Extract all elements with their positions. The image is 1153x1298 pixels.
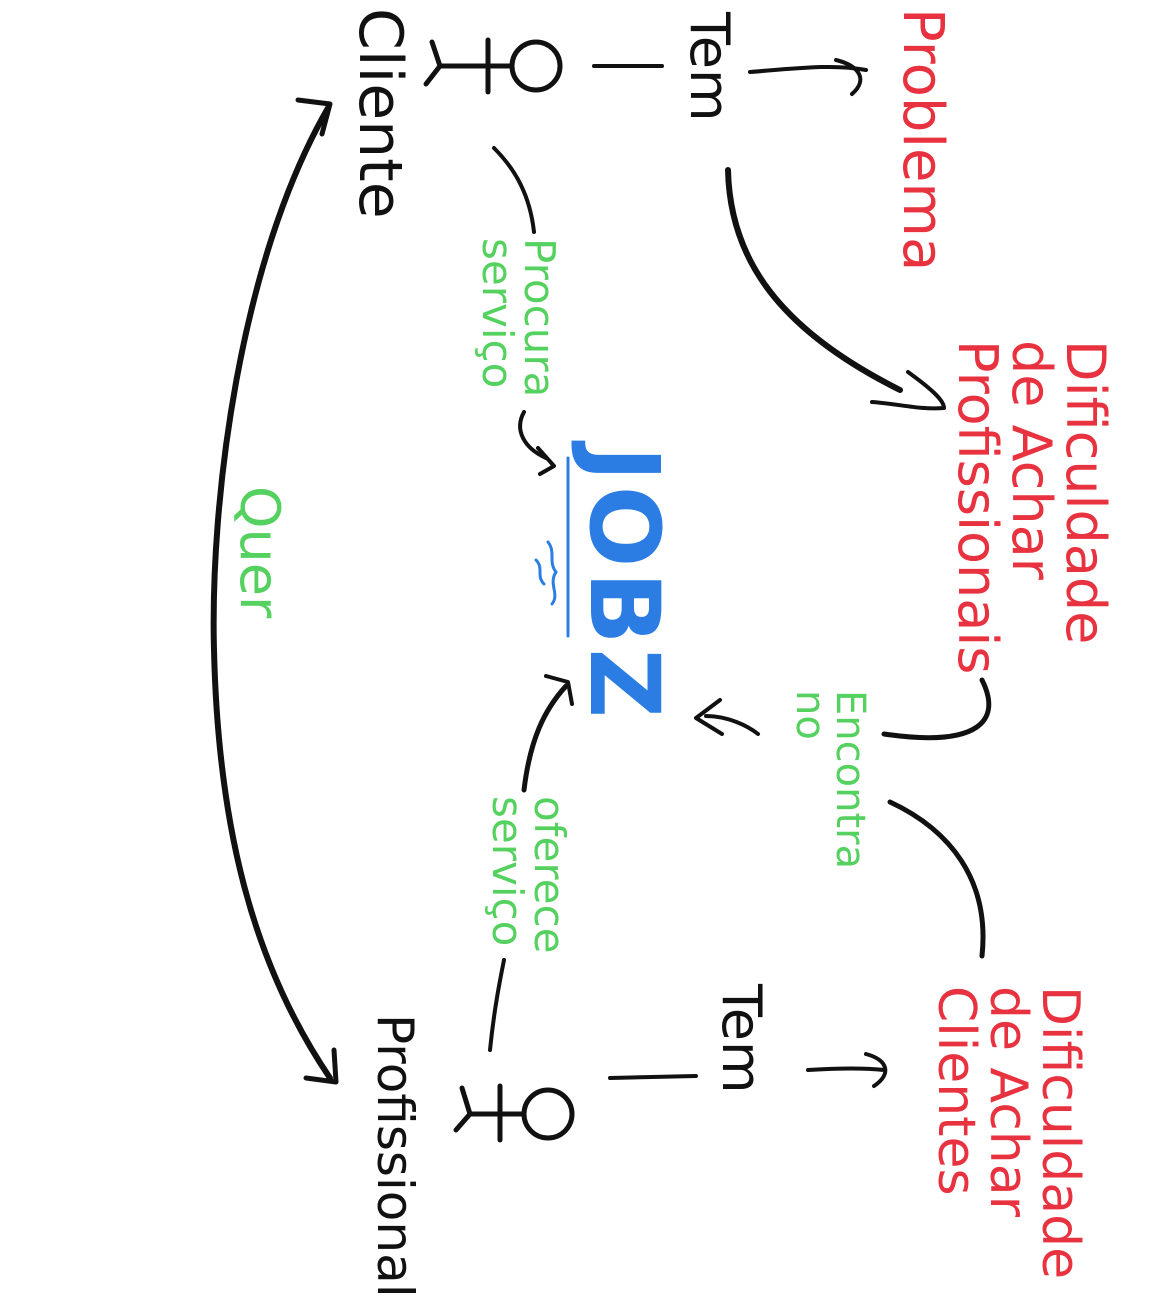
cliente-label: Cliente bbox=[345, 8, 415, 219]
tem-dificuldade-prof-arrowhead bbox=[870, 370, 946, 411]
dificuldade-encontra-connector bbox=[881, 677, 992, 741]
encontra-no-label: Encontra no bbox=[787, 690, 873, 870]
jobz-underline-icon bbox=[534, 456, 570, 638]
profissional-tem-connector bbox=[608, 1074, 698, 1080]
procura-servico-label: Procura serviço bbox=[473, 238, 564, 398]
profissional-actor-icon bbox=[453, 1083, 575, 1143]
quer-arrowhead-bottom bbox=[303, 1047, 339, 1085]
quer-arrowhead-top bbox=[295, 97, 333, 137]
quer-double-arrow bbox=[210, 105, 333, 1081]
cliente-procura-connector bbox=[492, 146, 536, 234]
profissional-oferece-connector bbox=[488, 958, 506, 1052]
oferece-servico-label: oferece serviço bbox=[483, 796, 574, 954]
dificuldade-clientes-label: Dificuldade de Achar Clientes bbox=[926, 986, 1090, 1280]
quer-label: Quer bbox=[228, 486, 291, 619]
dificuldade-profissionais-label: Dificuldade de Achar Profissionais bbox=[946, 340, 1117, 675]
oferece-jobz-arrowhead bbox=[544, 674, 574, 706]
profissional-label: Profissional bbox=[366, 1014, 424, 1298]
tem-dificuldade-cli-arrow bbox=[806, 1066, 886, 1072]
dificuldade-clientes-connector bbox=[887, 799, 986, 959]
problema-label: Problema bbox=[890, 8, 955, 272]
jobz-logo: JOBZ bbox=[568, 446, 680, 723]
tem-dificuldade-prof-arrow bbox=[725, 167, 903, 393]
tem-profissional-label: Tem bbox=[710, 984, 773, 1094]
tem-cliente-label: Tem bbox=[678, 12, 741, 122]
tem-problema-arrow bbox=[748, 64, 868, 74]
encontra-jobz-arrow bbox=[704, 714, 760, 736]
procura-jobz-arrowhead bbox=[536, 446, 556, 476]
procura-jobz-arrow bbox=[518, 410, 548, 460]
cliente-actor-icon bbox=[423, 37, 563, 95]
encontra-jobz-arrowhead bbox=[694, 698, 724, 736]
tem-problema-arrowhead bbox=[834, 58, 863, 96]
oferece-jobz-arrow bbox=[521, 683, 569, 793]
tem-dificuldade-cli-arrowhead bbox=[864, 1052, 888, 1088]
